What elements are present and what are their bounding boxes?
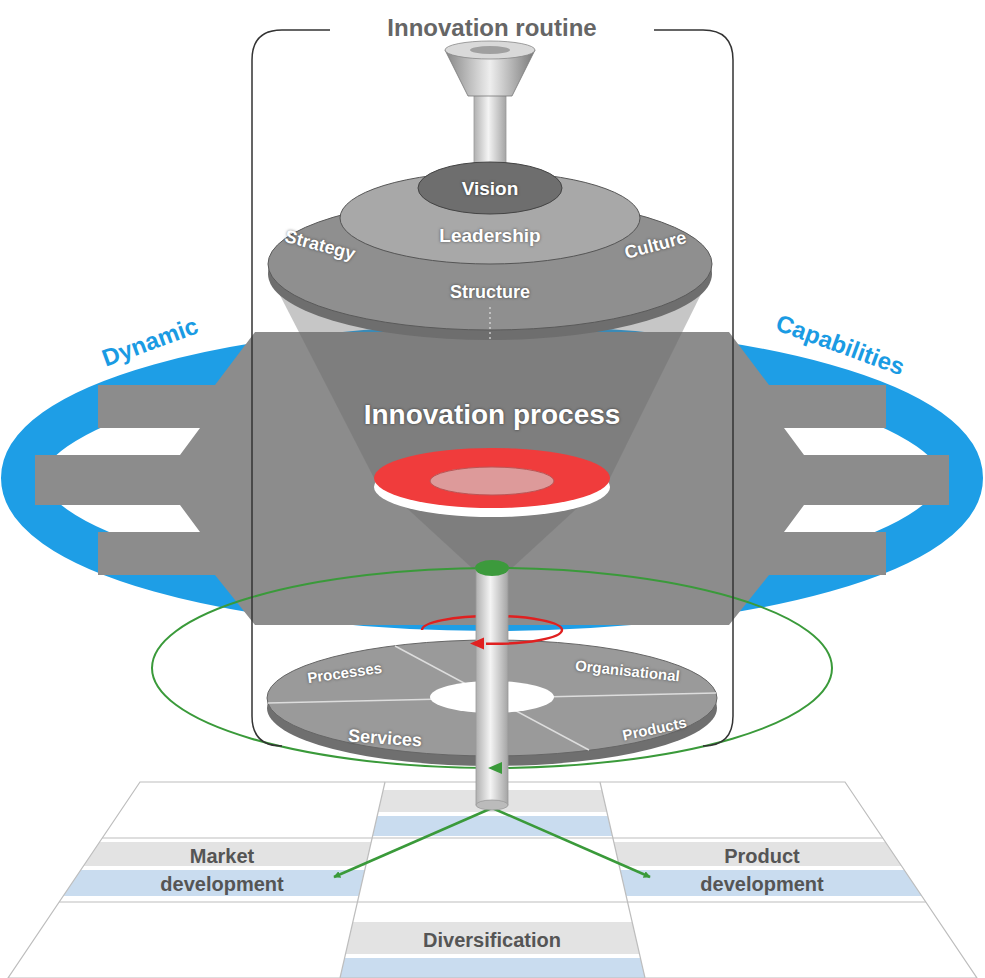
node-text: Services xyxy=(347,725,422,751)
cup-hole xyxy=(470,46,510,54)
node-text: Vision xyxy=(462,178,519,200)
stem-foot xyxy=(476,800,508,810)
services-sector: Services xyxy=(343,723,427,754)
leadership-disc: Leadership xyxy=(435,223,544,249)
growth-cell: Diversification xyxy=(419,927,565,954)
node-text: Innovation process xyxy=(364,399,621,431)
growth-cell: Product development xyxy=(675,840,850,900)
grid-line xyxy=(102,837,882,838)
diagram-title: Innovation routine xyxy=(383,12,600,44)
grid-line xyxy=(59,901,926,902)
ring-hole xyxy=(430,467,554,495)
grid-band xyxy=(346,922,640,954)
ansoff-grid xyxy=(8,782,977,978)
grid-band xyxy=(373,816,613,836)
green-dot xyxy=(475,560,509,576)
grid-band xyxy=(340,958,645,978)
growth-cell: Market development xyxy=(135,840,310,900)
node-text: Product development xyxy=(679,842,846,898)
node-text: Diversification xyxy=(423,929,561,952)
grid-line xyxy=(8,782,977,978)
green-arrowhead xyxy=(488,762,502,774)
structure-sector: Structure xyxy=(446,280,534,305)
innovation-process-star: Innovation process xyxy=(360,397,625,433)
red-arrowhead xyxy=(470,638,484,650)
grid-line xyxy=(340,782,385,978)
growth-arrow xyxy=(334,808,492,877)
node-text: Market development xyxy=(139,842,306,898)
grid-line xyxy=(600,782,645,978)
node-text: Structure xyxy=(450,282,530,303)
central-stem xyxy=(476,568,508,805)
growth-arrow xyxy=(492,808,650,877)
red-ring xyxy=(374,448,610,508)
red-cycle-front xyxy=(486,630,562,644)
node-text: Leadership xyxy=(439,225,540,247)
cup-rim xyxy=(445,41,535,59)
leadership-disc xyxy=(340,172,640,264)
routine-bracket xyxy=(252,30,330,746)
vision-disc xyxy=(418,162,562,214)
sector-divider xyxy=(489,307,490,339)
routine-bracket xyxy=(654,30,733,746)
vision-disc: Vision xyxy=(458,176,523,202)
